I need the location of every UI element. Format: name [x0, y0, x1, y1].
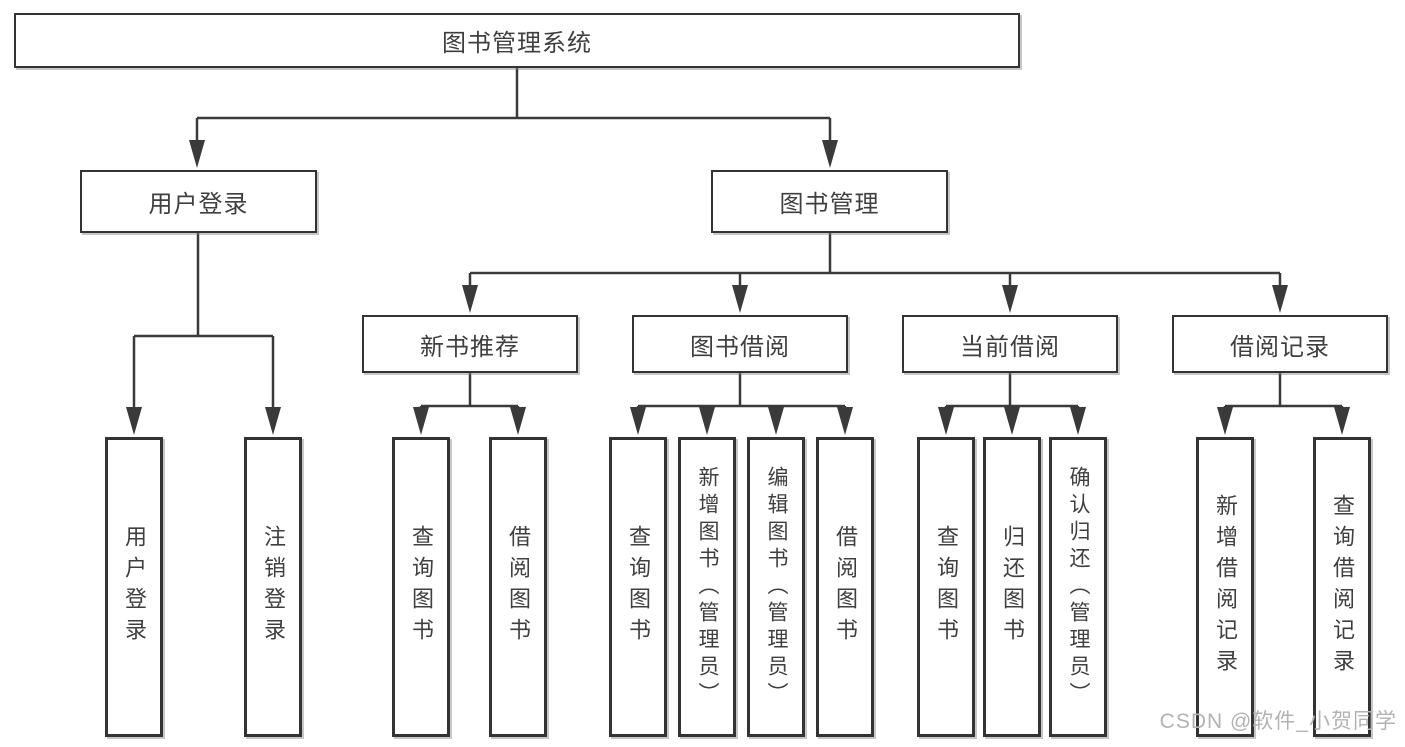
node-new-book-recommend: 新书推荐 — [362, 315, 578, 373]
node-query-books-recommend: 查询图书 — [392, 437, 450, 737]
node-label: 图书借阅 — [690, 333, 790, 361]
node-label: 图书管理 — [779, 191, 880, 218]
node-label: 归还图书 — [1000, 525, 1025, 649]
node-label: 查询图书 — [626, 525, 651, 649]
node-label: 查询借阅记录 — [1330, 494, 1355, 680]
node-system-root: 图书管理系统 — [14, 13, 1020, 68]
node-query-books-current: 查询图书 — [917, 437, 975, 737]
node-label: 当前借阅 — [960, 333, 1060, 361]
node-confirm-return-admin: 确认归还（管理员） — [1049, 437, 1107, 737]
node-book-management: 图书管理 — [711, 170, 948, 233]
node-add-borrow-record: 新增借阅记录 — [1196, 437, 1254, 737]
node-add-books-admin: 新增图书（管理员） — [678, 437, 736, 737]
node-label: 查询图书 — [934, 525, 959, 649]
node-label: 借阅记录 — [1230, 333, 1330, 361]
node-label: 新书推荐 — [420, 333, 520, 361]
node-label: 确认归还（管理员） — [1067, 465, 1090, 709]
node-user-login: 用户登录 — [80, 170, 317, 233]
node-borrow-books-recommend: 借阅图书 — [489, 437, 547, 737]
csdn-watermark: CSDN @软件_小贺同学 — [1159, 710, 1397, 733]
node-return-books: 归还图书 — [983, 437, 1041, 737]
node-borrow-books-leaf: 借阅图书 — [816, 437, 874, 737]
node-label: 用户登录 — [148, 191, 249, 218]
node-label: 用户登录 — [122, 525, 147, 649]
node-current-borrow: 当前借阅 — [902, 315, 1118, 373]
node-query-borrow-record: 查询借阅记录 — [1313, 437, 1371, 737]
node-book-borrow: 图书借阅 — [632, 315, 848, 373]
node-query-books-borrow: 查询图书 — [609, 437, 667, 737]
node-label: 借阅图书 — [506, 525, 531, 649]
node-edit-books-admin: 编辑图书（管理员） — [747, 437, 805, 737]
node-borrow-records: 借阅记录 — [1172, 315, 1388, 373]
node-label: 图书管理系统 — [442, 30, 592, 57]
node-label: 查询图书 — [409, 525, 434, 649]
node-label: 编辑图书（管理员） — [765, 465, 788, 709]
node-label: 新增图书（管理员） — [696, 465, 719, 709]
node-logout-leaf: 注销登录 — [244, 437, 302, 737]
node-label: 借阅图书 — [833, 525, 858, 649]
node-user-login-leaf: 用户登录 — [105, 437, 163, 737]
node-label: 注销登录 — [261, 525, 286, 649]
connector-arrowheads — [126, 140, 1350, 435]
node-label: 新增借阅记录 — [1213, 494, 1238, 680]
